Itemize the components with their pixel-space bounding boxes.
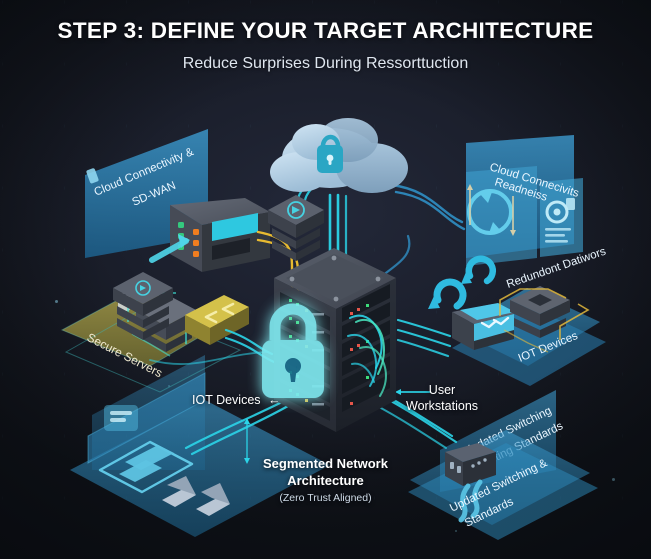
callout-iot-devices-text: IOT Devices — [192, 393, 261, 407]
center-caption: Segmented Network Architecture (Zero Tru… — [0, 456, 651, 504]
loop-arrow-icon — [461, 255, 496, 285]
background-spark — [455, 530, 457, 532]
arrow-up-icon — [467, 184, 473, 225]
header: STEP 3: DEFINE YOUR TARGET ARCHITECTURE … — [0, 0, 651, 73]
panel-cloud-connectivity-sdwan[interactable]: Cloud Connectivity & SD-WAN — [85, 129, 270, 340]
center-caption-line2: Architecture — [287, 472, 364, 488]
panel-updated-switching-standards-right[interactable]: Updated Switching & Standards — [408, 430, 598, 540]
arrow-left-icon — [185, 295, 249, 345]
server-stack[interactable] — [268, 195, 324, 261]
callout-user-workstations-line1: User — [428, 383, 456, 397]
cloud[interactable] — [270, 118, 408, 193]
arrow-right-icon — [149, 234, 190, 263]
document-icon — [545, 198, 575, 243]
monitor-icon — [104, 405, 138, 431]
background-spark — [55, 300, 58, 303]
page-subtitle: Reduce Surprises During Ressorttuction — [182, 55, 469, 72]
switch-icon — [445, 443, 496, 486]
arrow-left-icon: ← — [268, 393, 281, 407]
panel-cloud-connectivity-readiness[interactable]: Cloud Connecivits Readneiss — [466, 135, 583, 266]
laptop-icon — [162, 476, 196, 507]
callout-user-workstations: User Workstations — [406, 383, 478, 414]
tablet-icon — [98, 440, 194, 494]
sync-icon — [467, 189, 513, 235]
center-caption-line1: Segmented Network — [263, 456, 388, 471]
router-icon — [170, 198, 270, 272]
laptop-icon — [196, 483, 230, 516]
loop-arrow-icon — [428, 278, 467, 310]
server-stack-icon — [113, 272, 173, 340]
panel-redundant-datiwors[interactable]: Redundont Datiwors IOT Devices — [428, 245, 608, 386]
background-spark — [612, 478, 615, 481]
lock-icon — [262, 303, 324, 398]
callout-user-workstations-line2: Workstations — [406, 398, 479, 413]
switch-icon — [452, 303, 515, 350]
callout-iot-devices: IOT Devices ← — [192, 393, 281, 409]
arrow-down-icon — [510, 196, 516, 236]
server-rack[interactable] — [262, 248, 396, 432]
flow-arrow-icon — [458, 479, 483, 523]
center-caption-line3: (Zero Trust Aligned) — [279, 491, 372, 504]
page-title: STEP 3: DEFINE YOUR TARGET ARCHITECTURE — [57, 18, 594, 43]
patch-cables — [347, 314, 388, 397]
lock-icon — [317, 134, 343, 173]
panel-updated-switching-standards-left[interactable] — [70, 355, 330, 537]
